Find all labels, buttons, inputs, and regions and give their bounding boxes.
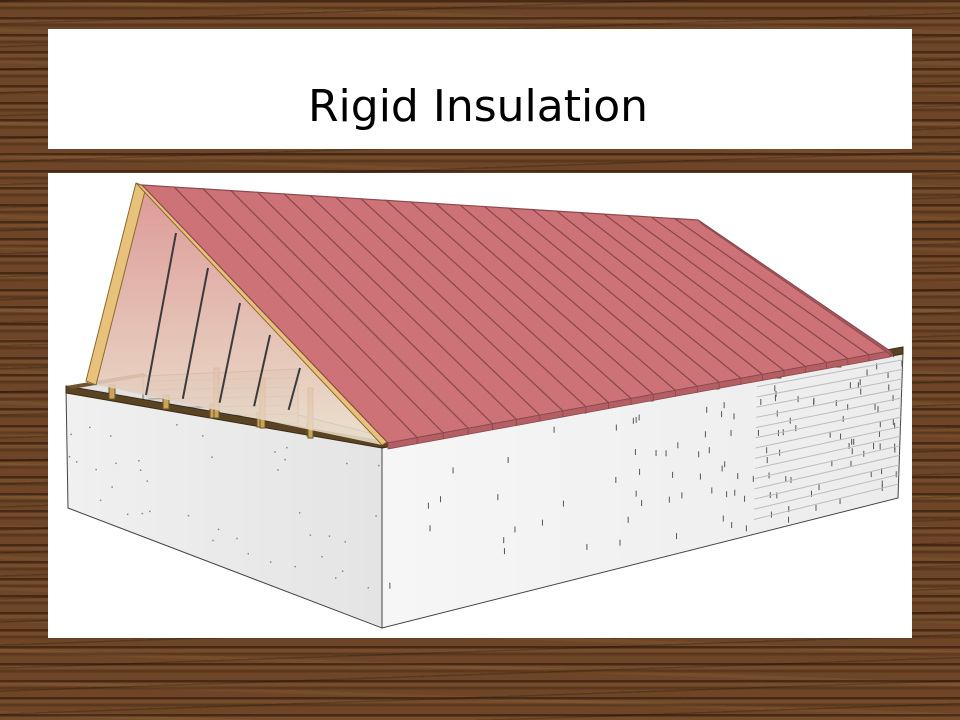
wall-speck: [344, 541, 347, 543]
wall-speck: [111, 486, 113, 488]
wall-speck: [375, 515, 377, 517]
mortar-line: [755, 416, 901, 449]
wall-speck: [187, 514, 190, 517]
wall-speck: [202, 435, 204, 437]
mortar-line: [755, 397, 902, 429]
wall-speck: [298, 512, 301, 514]
slide-title: Rigid Insulation: [307, 81, 648, 132]
mortar-line: [754, 454, 900, 490]
wall-speck: [217, 528, 220, 531]
mortar-line: [754, 435, 901, 469]
wall-speck: [149, 510, 151, 513]
roof-insulation-panels: [140, 184, 895, 450]
wall-speck: [211, 456, 213, 458]
wall-speck: [89, 426, 91, 429]
wall-speck: [328, 535, 331, 537]
mortar-line: [754, 464, 900, 500]
mortar-line: [756, 359, 903, 388]
mortar-line: [753, 483, 899, 520]
wall-speck: [378, 464, 380, 467]
wall-speck: [274, 451, 276, 453]
wall-speck: [236, 537, 238, 540]
mortar-line: [756, 378, 903, 408]
mortar-line: [753, 473, 899, 510]
wall-speck: [109, 435, 112, 437]
gable-stud: [253, 334, 271, 407]
mortar-line: [756, 368, 903, 398]
wall-speck: [75, 461, 78, 463]
wall-speck: [141, 512, 144, 515]
wall-speck: [70, 433, 72, 436]
title-box: Rigid Insulation: [48, 29, 912, 149]
wall-speck: [247, 552, 249, 555]
wall-speck: [68, 455, 71, 458]
wall-speck: [346, 462, 348, 465]
wall-speck: [284, 458, 286, 461]
gable-stud: [181, 267, 209, 400]
mortar-line: [755, 426, 901, 459]
roof-end-edge: [697, 219, 895, 358]
wall-speck: [139, 469, 142, 471]
gable-stud: [287, 367, 301, 411]
wall-speck: [212, 539, 214, 542]
wall-speck: [294, 565, 296, 568]
illustration-frame: [48, 173, 912, 638]
wall-speck: [286, 446, 288, 449]
mortar-line: [754, 445, 900, 480]
wall-speck: [341, 570, 344, 572]
roof-insulation-illustration: [65, 182, 904, 629]
wall-speck: [138, 460, 140, 462]
wall-speck: [115, 462, 117, 465]
wall-speck: [309, 534, 312, 536]
gable-stud: [145, 232, 177, 396]
mortar-line: [756, 387, 902, 418]
gable-stud: [218, 302, 241, 403]
wall-speck: [367, 587, 370, 589]
wall-brick-marks: [68, 359, 903, 589]
wall-speck: [334, 577, 337, 579]
wall-speck: [146, 480, 149, 482]
wall-speck: [269, 561, 272, 563]
wall-speck: [176, 424, 178, 426]
wall-speck: [321, 555, 323, 558]
wall-speck: [126, 513, 129, 516]
mortar-line: [755, 407, 902, 439]
insulation-panel-edge: [868, 350, 891, 362]
wall-speck: [277, 469, 279, 471]
wall-speck: [95, 468, 97, 471]
wall-speck: [99, 499, 102, 502]
